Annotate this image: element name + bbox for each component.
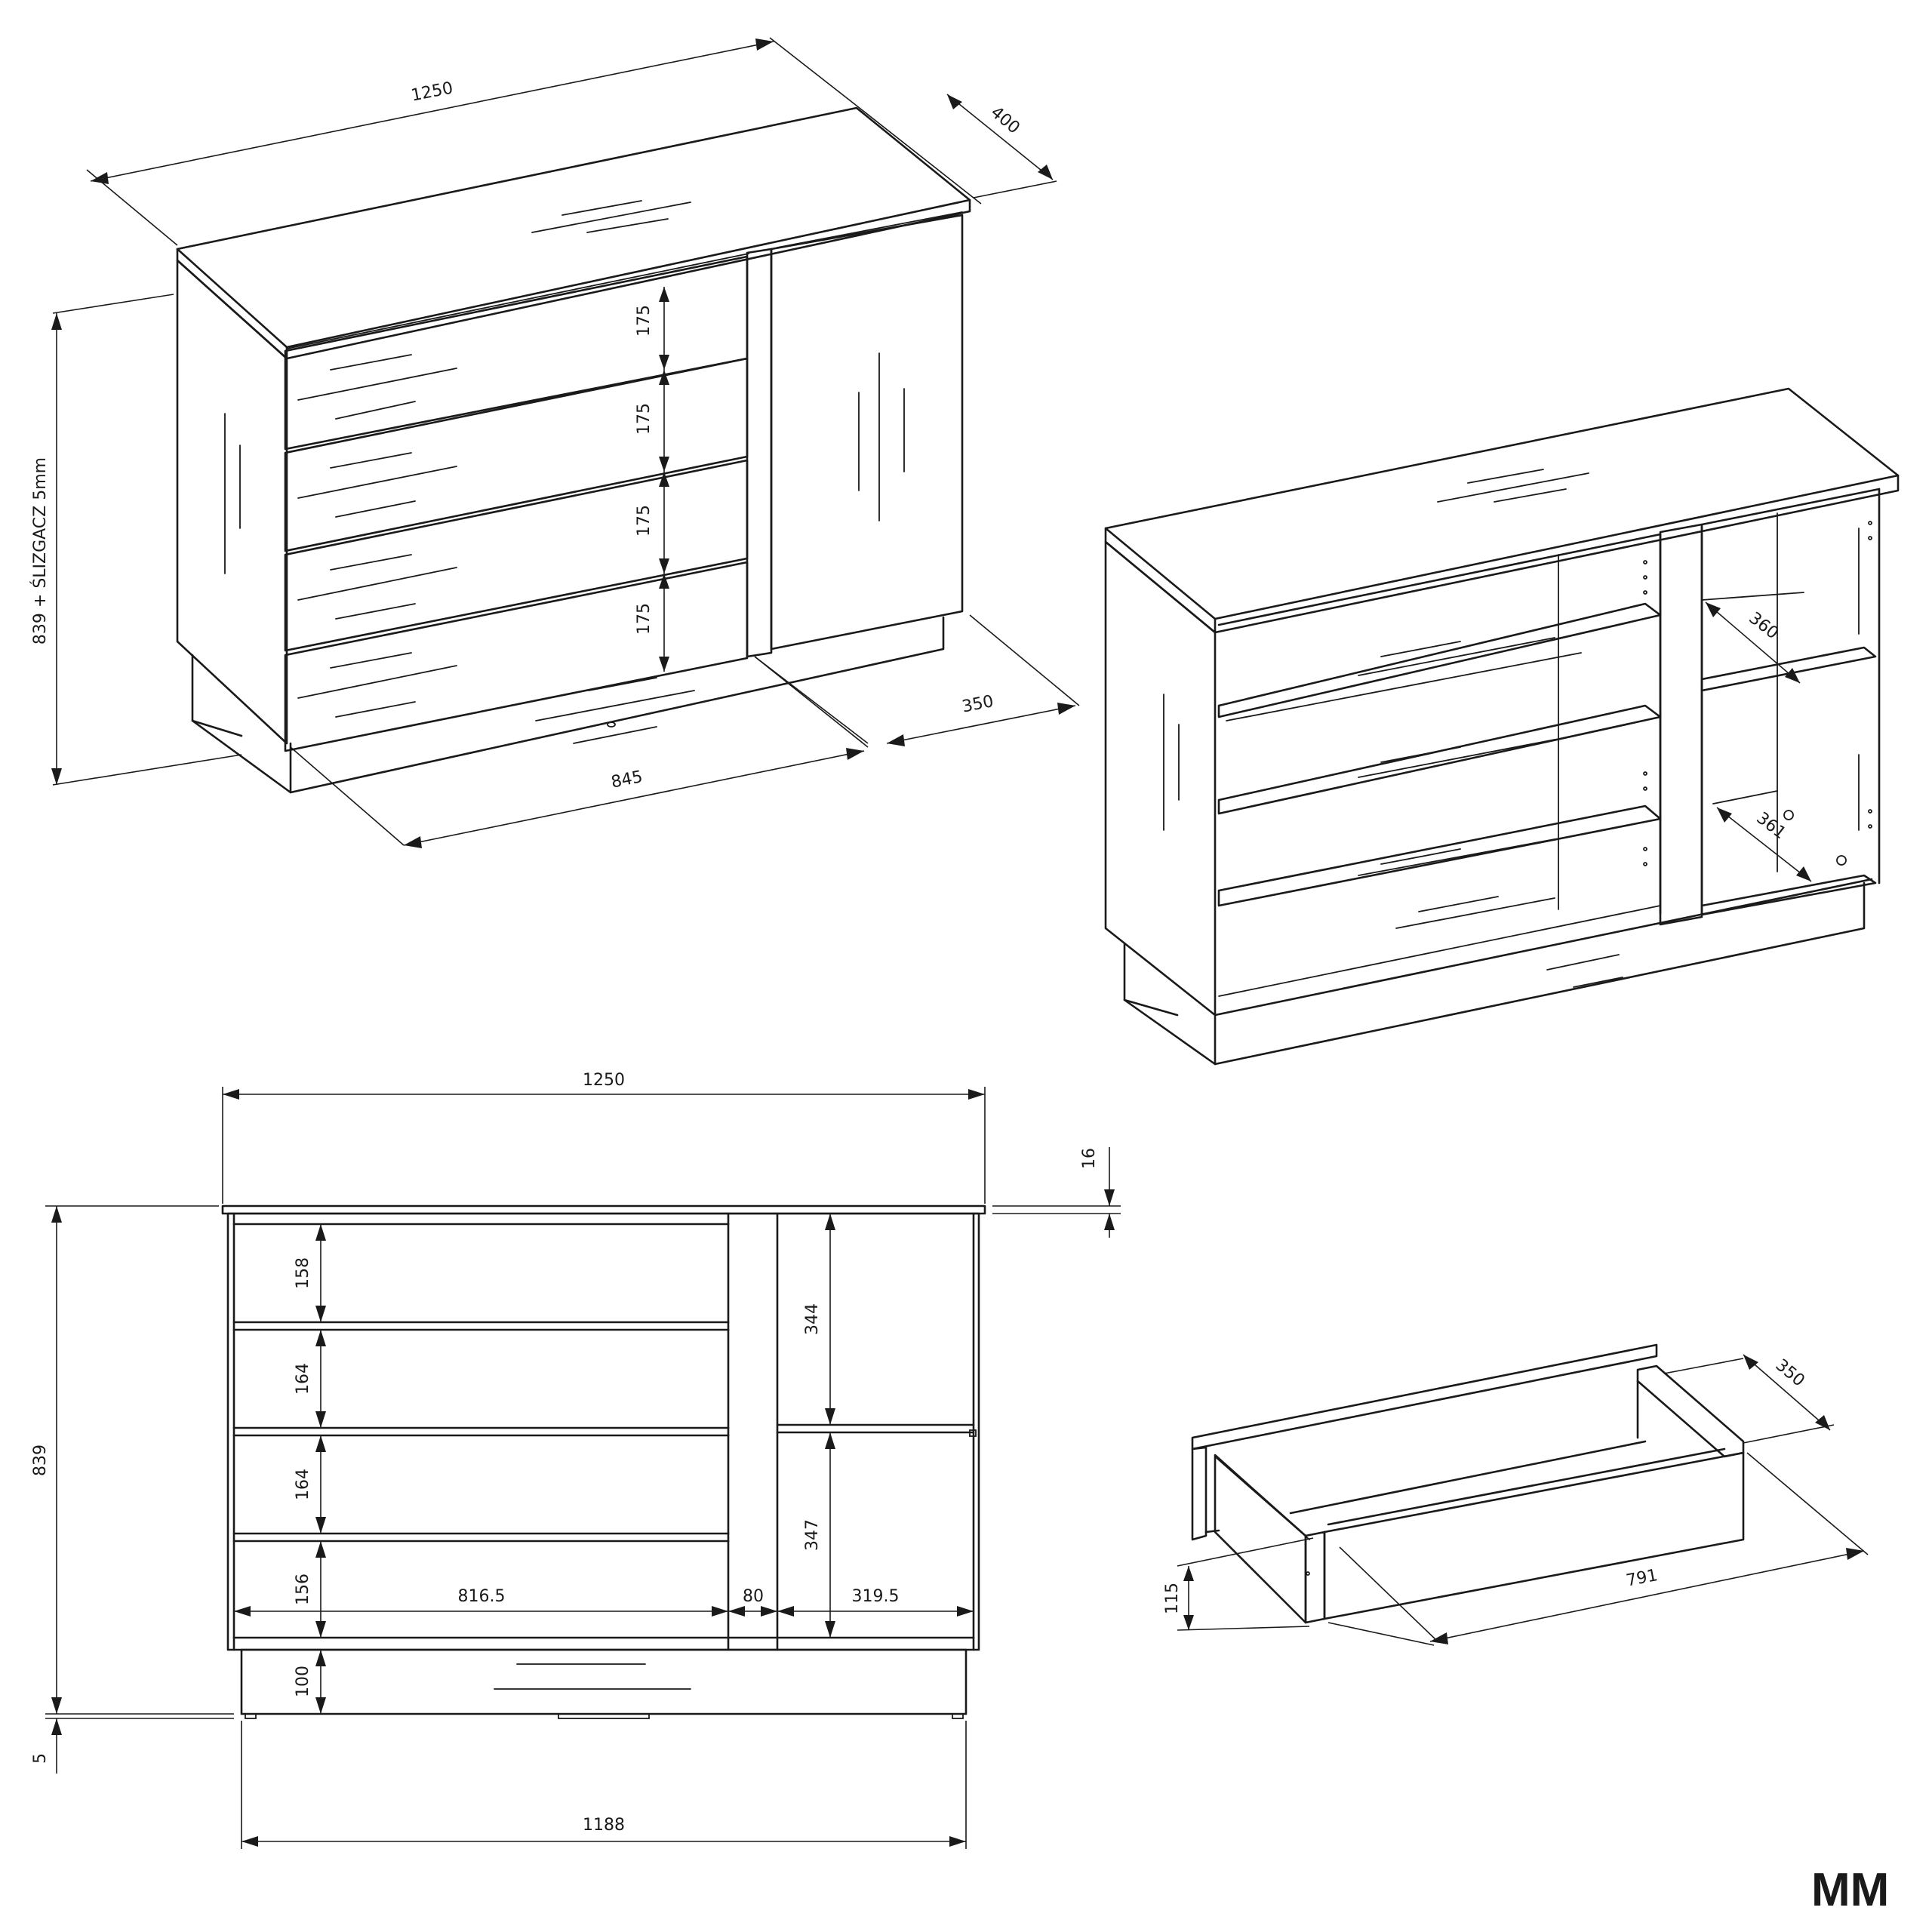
label-front-height: 839	[31, 1444, 50, 1476]
label-glide-height: 5	[31, 1753, 50, 1764]
label-top-thickness: 16	[1080, 1148, 1099, 1169]
iso-closed-cabinet: 1250 400 839 + ŚLIZGACZ 5mm 175 175 175 …	[30, 37, 1080, 848]
label-iso-drawer-1: 175	[635, 305, 654, 337]
label-plinth-height: 100	[294, 1666, 312, 1697]
label-iso-drawer-4: 175	[635, 603, 654, 635]
dimension-lines	[51, 37, 1080, 848]
label-front-drawer-3: 164	[294, 1469, 312, 1500]
label-front-drawer-4: 156	[294, 1574, 312, 1605]
label-drawer-length: 791	[1625, 1566, 1660, 1591]
drawer-outline	[1191, 1343, 1745, 1624]
iso-open-cabinet: 360 361	[1104, 387, 1900, 1066]
label-drawer-depth: 350	[1772, 1355, 1808, 1390]
label-iso-drawer-3: 175	[635, 505, 654, 537]
label-iso-drawer-section: 845	[610, 768, 645, 792]
label-iso-drawer-2: 175	[635, 403, 654, 435]
drawer-detail: 350 791 115	[1163, 1343, 1869, 1646]
brand-logo: MM	[1811, 1864, 1889, 1916]
open-cabinet-hatching	[1163, 469, 1860, 988]
cabinet-outline	[176, 106, 971, 794]
label-front-drawer-1: 158	[294, 1257, 312, 1289]
label-door-compartment-lower: 347	[803, 1519, 822, 1551]
open-cabinet-outline	[1104, 387, 1900, 1066]
label-front-drawer-2: 164	[294, 1363, 312, 1395]
label-iso-inner-depth: 350	[961, 692, 995, 717]
label-divider-width: 80	[743, 1587, 764, 1606]
drawer-dimension-lines	[1177, 1354, 1869, 1646]
label-front-width: 1250	[583, 1071, 625, 1090]
label-drawer-height: 115	[1163, 1583, 1182, 1614]
label-iso-width: 1250	[410, 78, 455, 105]
front-outline	[221, 1204, 986, 1719]
front-dimension-lines	[45, 1087, 1121, 1849]
front-elevation: 1250 16 839 5 1188 158 164 164 156 100 8…	[31, 1071, 1121, 1849]
label-plinth-width: 1188	[583, 1816, 625, 1835]
label-drawer-width: 816.5	[458, 1587, 506, 1606]
label-door-compartment-upper: 344	[803, 1303, 822, 1335]
label-iso-height: 839 + ŚLIZGACZ 5mm	[30, 457, 50, 645]
open-cabinet-dimensions	[1705, 601, 1812, 882]
label-shelf-depth-top: 360	[1745, 609, 1781, 644]
surface-hatching	[224, 200, 905, 744]
label-door-width: 319.5	[852, 1587, 900, 1606]
label-iso-depth: 400	[987, 103, 1023, 137]
